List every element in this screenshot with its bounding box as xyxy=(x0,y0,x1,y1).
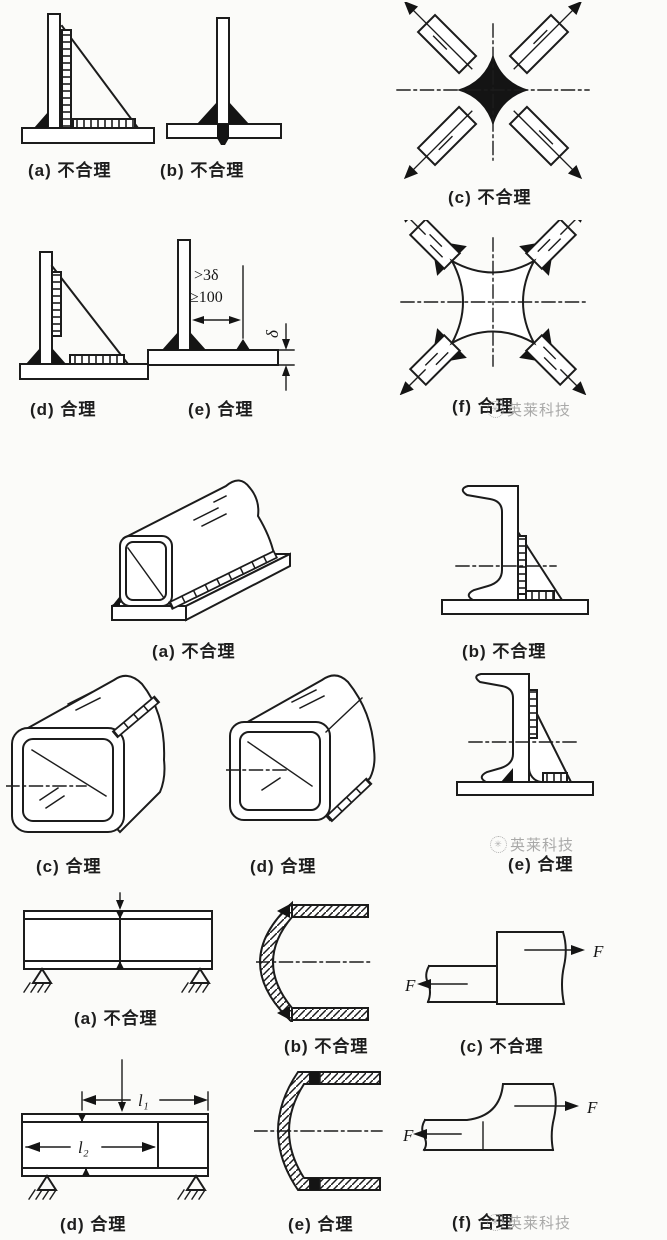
figure-label-mid-a: (a) 不合理 xyxy=(152,642,236,661)
weld-offset-annotation-line2: ≥100 xyxy=(190,289,223,306)
figure-bot-a-beam-splice-bad xyxy=(23,892,213,993)
figure-label-mid-b: (b) 不合理 xyxy=(462,642,547,661)
figure-label-top-a: (a) 不合理 xyxy=(28,161,112,180)
watermark-text: 英莱科技 xyxy=(507,1215,572,1232)
figure-mid-b-bracket-bad xyxy=(441,485,589,615)
figure-label-mid-c: (c) 合理 xyxy=(36,857,102,876)
figure-label-top-c: (c) 不合理 xyxy=(448,188,532,207)
figure-bot-b-dished-head-bad xyxy=(256,900,371,1022)
figure-label-top-d: (d) 合理 xyxy=(30,400,97,419)
figure-label-bot-d: (d) 合理 xyxy=(60,1215,127,1234)
watermark-text: 英莱科技 xyxy=(510,837,575,854)
figure-top-a-gusset-bad xyxy=(21,13,155,144)
watermark: ✳ 英莱科技 xyxy=(487,399,571,420)
figure-top-c-cross-joint-bad xyxy=(396,2,590,180)
figure-bot-e-dished-head-good xyxy=(254,1071,383,1191)
figure-bot-f-step-joint-good: F F xyxy=(403,1082,598,1152)
figure-label-mid-d: (d) 合理 xyxy=(250,857,317,876)
watermark-text: 英莱科技 xyxy=(507,402,572,419)
figure-label-bot-a: (a) 不合理 xyxy=(74,1009,158,1028)
figure-mid-a-box-beam-bad xyxy=(111,479,291,622)
dimension-l1-annotation: l₁ xyxy=(138,1091,149,1110)
watermark-logo-icon: ✳ xyxy=(487,1214,504,1231)
figure-mid-d-box-tube-good xyxy=(226,674,376,823)
figure-label-mid-e: (e) 合理 xyxy=(508,855,574,874)
force-annotation: F xyxy=(586,1098,598,1117)
figure-label-top-b: (b) 不合理 xyxy=(160,161,245,180)
watermark: ✳ 英莱科技 xyxy=(487,1212,571,1233)
figure-mid-c-box-tube-good xyxy=(6,674,166,834)
figure-top-d-gusset-good xyxy=(19,251,149,380)
figure-bot-c-step-joint-bad: F F xyxy=(405,930,604,1006)
figure-bot-d-beam-splice-good: l₁ l₂ xyxy=(21,1059,209,1200)
figure-label-top-e: (e) 合理 xyxy=(188,400,254,419)
figure-label-bot-e: (e) 合理 xyxy=(288,1215,354,1234)
weld-offset-annotation-line1: >3δ xyxy=(194,267,219,284)
figure-mid-e-bracket-good xyxy=(456,673,594,796)
figure-top-b-tee-joint-bad xyxy=(166,17,282,145)
force-annotation: F xyxy=(592,942,604,961)
figure-top-f-cross-joint-good xyxy=(399,220,587,395)
figure-label-bot-b: (b) 不合理 xyxy=(284,1037,369,1056)
figure-label-bot-c: (c) 不合理 xyxy=(460,1037,544,1056)
watermark-logo-icon: ✳ xyxy=(490,836,507,853)
dimension-l2-annotation: l₂ xyxy=(78,1138,89,1157)
force-annotation: F xyxy=(405,976,416,995)
watermark: ✳ 英莱科技 xyxy=(490,834,574,855)
watermark-logo-icon: ✳ xyxy=(487,401,504,418)
force-annotation: F xyxy=(403,1126,414,1145)
plate-thickness-annotation: δ xyxy=(263,329,282,338)
figure-top-e-tee-joint-offset-good: >3δ ≥100 δ xyxy=(147,239,295,391)
